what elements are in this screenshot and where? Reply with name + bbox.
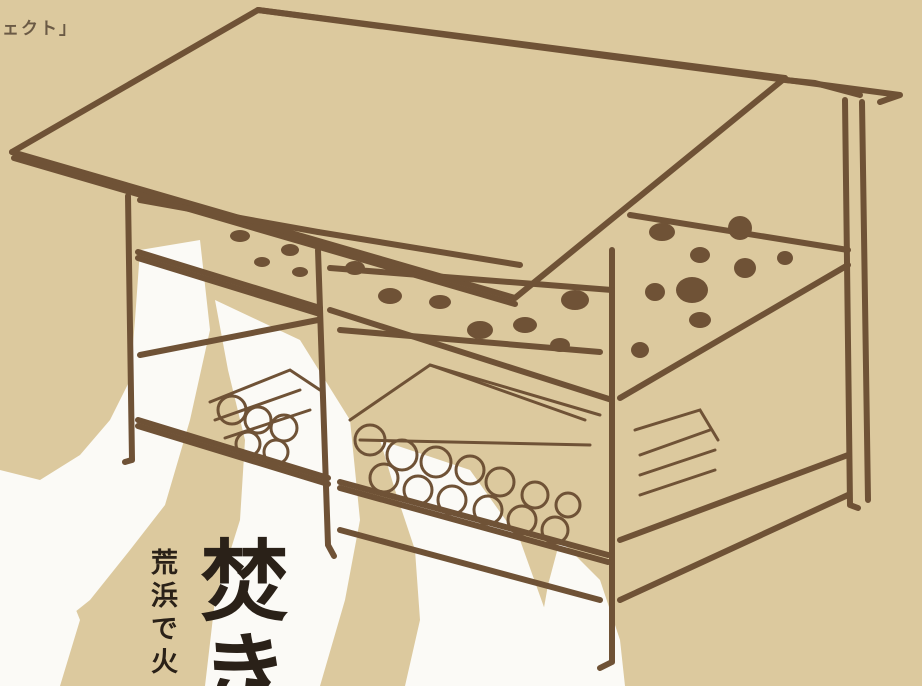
shed-lines [9,7,903,671]
firewood-logs [208,363,720,545]
top-caption: ェクト」 [2,19,78,39]
vertical-subtitle: 荒浜で火 [146,548,177,680]
stones [230,216,793,358]
vertical-title: 焚き [186,535,290,686]
